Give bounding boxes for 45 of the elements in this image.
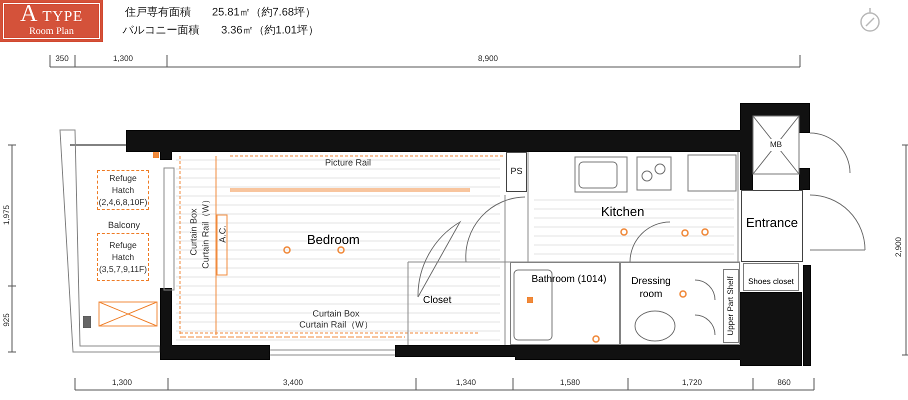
room-outline <box>743 263 799 291</box>
room-name: Closet <box>423 294 452 308</box>
room-outline <box>510 262 620 345</box>
room-name: Upper Part Shelf <box>725 276 736 336</box>
dimension-value: 925 <box>3 313 11 327</box>
badge-text: A TYPE <box>20 5 83 26</box>
dimension-value: 2,900 <box>895 236 903 258</box>
room-outline <box>723 269 739 343</box>
room-name: Shoes closet <box>748 276 794 288</box>
dimension-value: 1,975 <box>3 204 11 226</box>
area-text: 25.81㎡（約7.68坪） <box>212 8 316 18</box>
room-name: MB <box>769 139 783 151</box>
room-outline <box>741 190 803 262</box>
room-name: Kitchen <box>601 203 644 221</box>
dimension-value: 350 <box>55 55 69 63</box>
dimension-value: 1,580 <box>560 379 580 387</box>
plan-note: Curtain Rail（W） <box>299 320 373 330</box>
room-outline <box>97 233 149 281</box>
dimension-value: 1,720 <box>682 379 702 387</box>
title-badge <box>0 0 103 42</box>
room-name: Refuge Hatch (3,5,7,9,11F) <box>98 239 148 275</box>
room-name: PS <box>510 165 522 178</box>
dimension-value: 3,400 <box>282 379 304 387</box>
dimension-value: 1,300 <box>112 379 132 387</box>
room-name: Dressing room <box>630 275 672 301</box>
room-name: Refuge Hatch (2,4,6,8,10F) <box>98 172 148 208</box>
area-text: バルコニー面積 <box>122 26 200 36</box>
dimension-value: 8,900 <box>478 55 498 63</box>
dimension-value: 1,300 <box>112 55 134 63</box>
room-name: Entrance <box>746 214 798 232</box>
room-outline <box>620 262 740 345</box>
area-text: 3.36㎡（約1.01坪） <box>221 26 319 36</box>
plan-note: Curtain Box <box>312 310 360 318</box>
room-name: Balcony <box>108 219 140 232</box>
room-name: Bathroom (1014) <box>531 273 607 286</box>
dimension-value: 1,340 <box>456 379 476 387</box>
room-name: Bedroom <box>307 231 360 249</box>
dimension-value: 860 <box>777 379 791 387</box>
area-text: 住戸専有面積 <box>125 8 191 18</box>
plan-note: A.C. <box>218 225 228 243</box>
badge-text: Room Plan <box>29 26 74 37</box>
plan-note: Curtain Box <box>190 208 198 256</box>
plan-note: Curtain Rail（W） <box>202 195 210 269</box>
plan-note: Picture Rail <box>325 158 371 168</box>
room-outline <box>506 152 527 192</box>
